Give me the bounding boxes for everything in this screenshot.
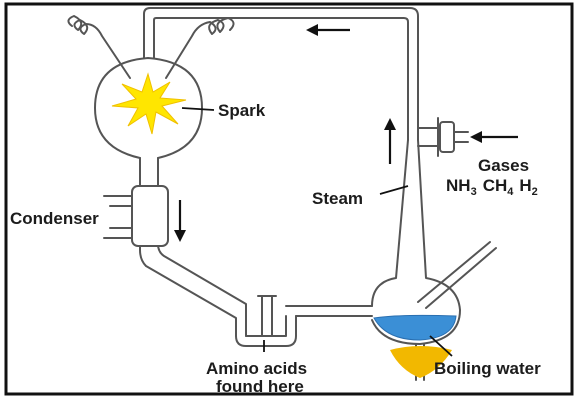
formula-h2: H [519,176,531,195]
label-boiling-water: Boiling water [434,359,541,378]
top-tube [143,7,419,141]
formula-nh3: NH [446,176,471,195]
thermometer [417,241,497,309]
leader-spark [181,107,215,111]
label-amino-line1: Amino acids [206,359,307,378]
condenser [103,171,247,337]
label-gases: Gases [478,156,529,175]
water-fill [373,314,457,341]
formula-ch4-sub: 4 [507,186,514,198]
sample-trap [235,295,373,347]
diagram-frame [4,2,574,396]
arrow-icon [470,131,518,143]
formula-h2-sub: 2 [532,186,538,198]
flame-icon [390,346,452,378]
arrow-icon [384,118,396,164]
label-spark: Spark [218,101,266,120]
electrode-left [67,15,131,79]
label-amino-line2: found here [216,377,304,396]
arrow-icon [174,200,186,242]
leader-boiling [429,335,453,357]
formula-ch4: CH [483,176,508,195]
leader-steam [379,185,409,195]
label-condenser: Condenser [10,209,99,228]
label-steam: Steam [312,189,363,208]
spark-burst-icon [111,72,187,135]
spark-flask [94,57,203,173]
gas-inlet [417,117,469,157]
formula-nh3-sub: 3 [471,186,477,198]
arrow-icon [306,24,350,36]
